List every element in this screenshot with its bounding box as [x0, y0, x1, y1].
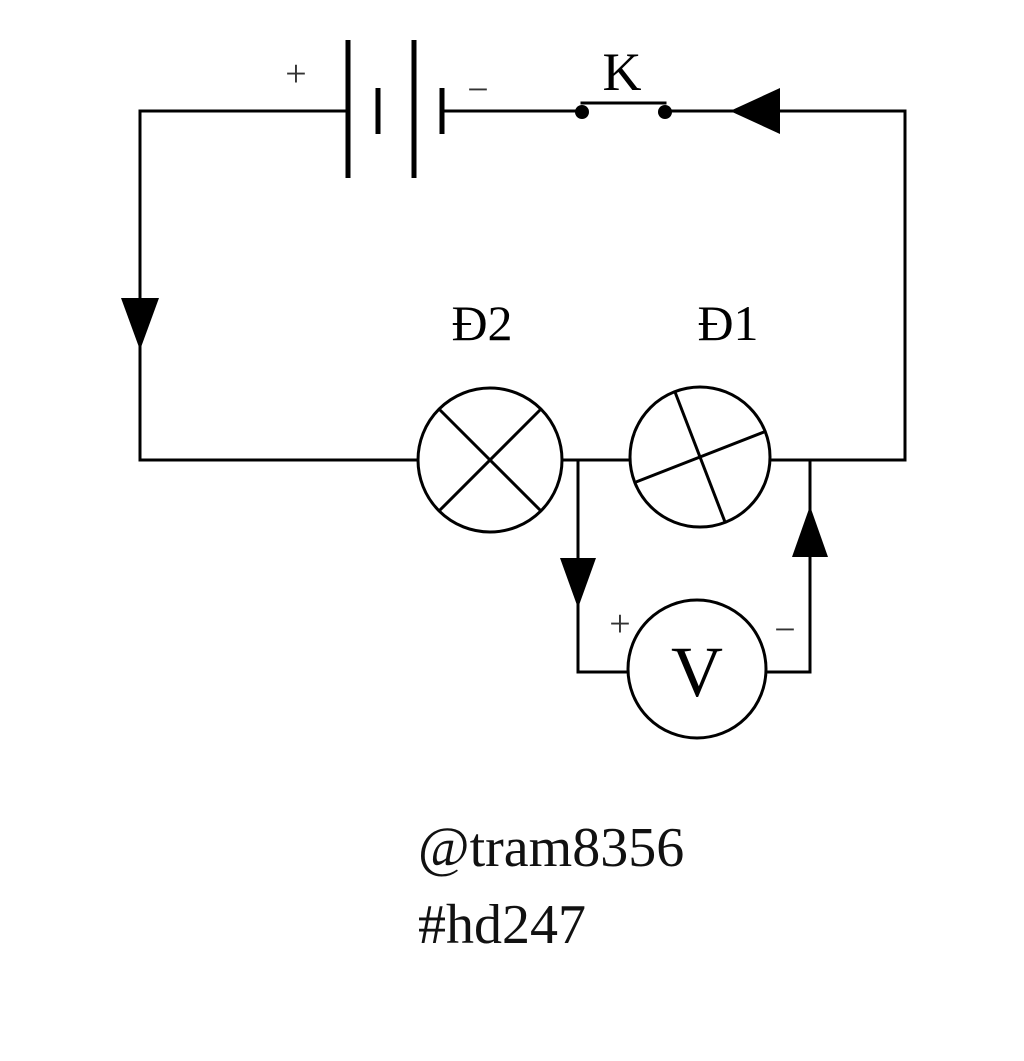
lamp-d2-label: Đ2	[451, 295, 512, 351]
current-arrow-voltmeter-down	[560, 558, 596, 608]
wire-left-loop	[138, 109, 420, 462]
battery-minus-sign: −	[467, 69, 488, 111]
voltmeter: V + −	[609, 598, 796, 740]
current-arrow-top	[730, 88, 780, 134]
voltmeter-dial	[626, 598, 768, 740]
battery-plus-sign: +	[285, 53, 306, 95]
wire-voltmeter-positive	[576, 458, 630, 674]
switch-k: K	[575, 42, 672, 119]
voltmeter-minus-sign: −	[774, 609, 795, 651]
switch-label: K	[603, 42, 642, 102]
lamp-d1: Đ1	[628, 295, 772, 529]
switch-contact-right	[658, 105, 672, 119]
current-arrow-left	[121, 298, 159, 350]
lamp-d2-cross-2	[437, 407, 543, 513]
lamp-d1-cross-2	[635, 430, 765, 484]
battery: + −	[285, 40, 489, 178]
switch-contact-left	[575, 105, 589, 119]
voltmeter-label: V	[671, 632, 723, 712]
lamp-d1-label: Đ1	[697, 295, 758, 351]
current-arrow-voltmeter-up	[792, 506, 828, 557]
credit-tag: #hd247	[418, 894, 586, 956]
voltmeter-plus-sign: +	[609, 603, 630, 645]
credit-author: @tram8356	[418, 817, 684, 879]
lamp-d2: Đ2	[416, 295, 564, 534]
